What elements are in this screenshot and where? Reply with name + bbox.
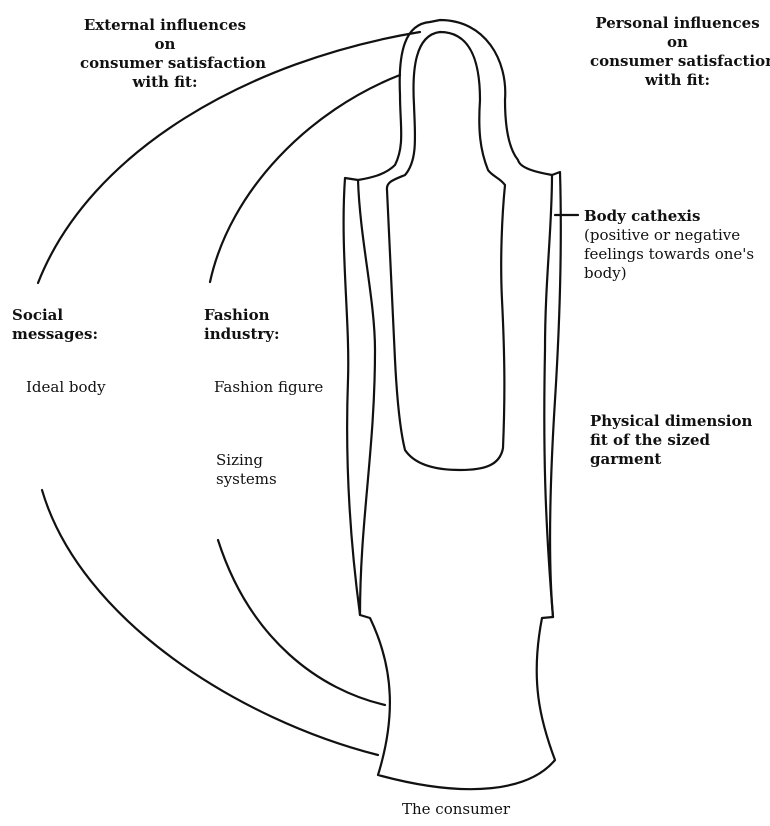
- fashion-arc-bottom: [218, 540, 385, 705]
- right-garment-panel: [550, 172, 561, 617]
- fashion-figure-label: Fashion figure: [214, 378, 323, 397]
- left-garment-panel: [344, 178, 360, 615]
- physical-dimension-label: Physical dimension fit of the sized garm…: [590, 412, 752, 469]
- external-heading: External influences on consumer satisfac…: [80, 16, 250, 92]
- consumer-outer-silhouette: [358, 20, 555, 789]
- fashion-arc-top: [210, 75, 400, 282]
- social-messages-title: Social messages:: [12, 306, 98, 344]
- fashion-industry-title: Fashion industry:: [204, 306, 280, 344]
- body-cathexis-label: Body cathexis (positive or negative feel…: [584, 207, 754, 283]
- consumer-caption: The consumer: [402, 800, 510, 819]
- sizing-systems-label: Sizing systems: [216, 451, 277, 489]
- garment-inner-outline: [387, 32, 505, 470]
- ideal-body-label: Ideal body: [26, 378, 106, 397]
- personal-heading: Personal influences on consumer satisfac…: [590, 14, 765, 90]
- social-arc-bottom: [42, 490, 378, 755]
